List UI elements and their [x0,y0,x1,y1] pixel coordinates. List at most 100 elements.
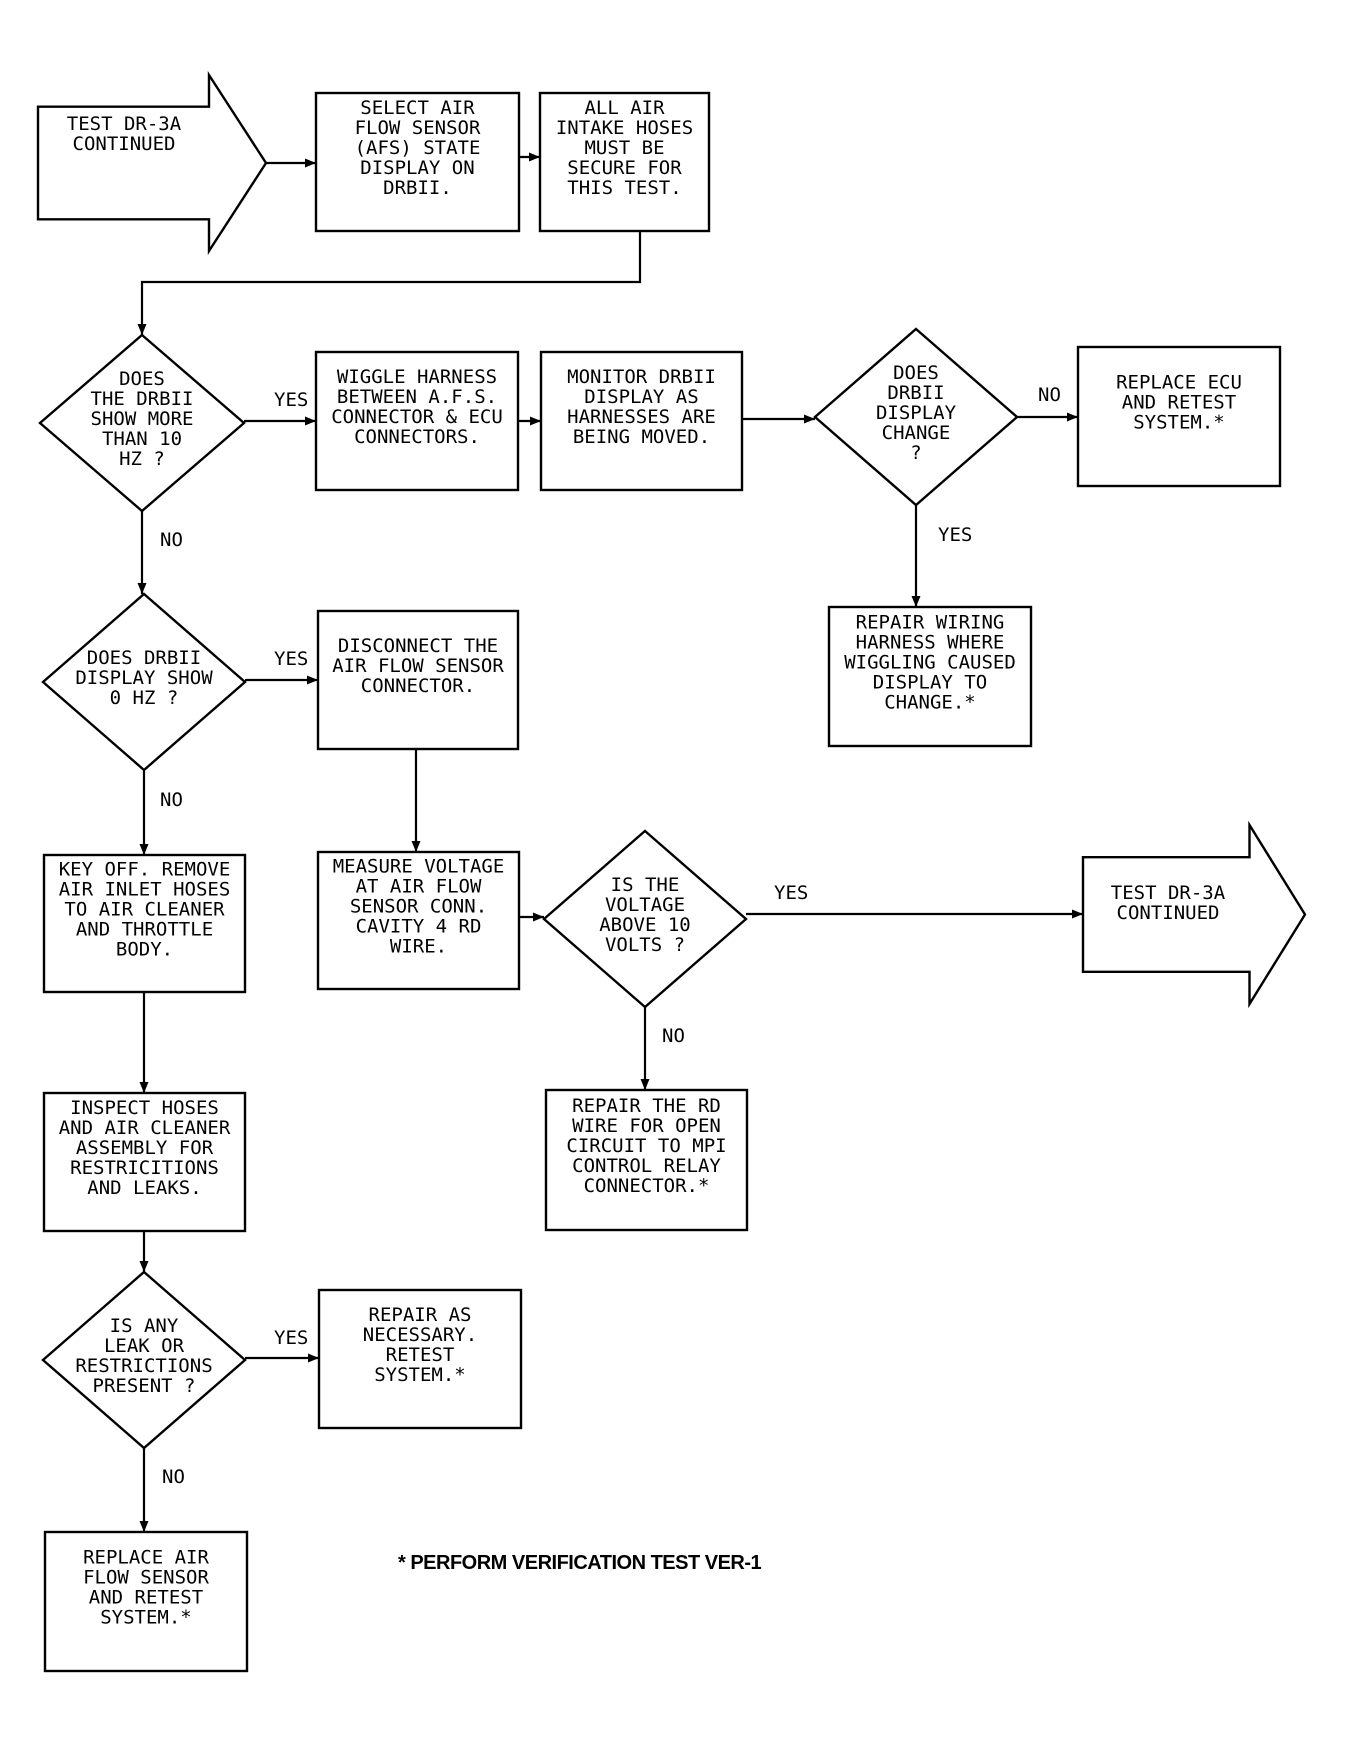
node-text-line: REPLACE AIR [83,1547,209,1569]
decision-diamond [41,1270,247,1450]
edge-label-no: NO [1038,384,1061,406]
edge-label-yes: YES [274,389,308,411]
node-text-line: RETEST [386,1344,455,1366]
edge-label-no: NO [662,1025,685,1047]
node-text-line: IS ANY [110,1315,179,1337]
node-text-line: BEING MOVED. [573,426,710,448]
decision-diamond [41,592,247,772]
node-text-line: REPAIR WIRING [856,612,1005,634]
edge-label-no: NO [160,529,183,551]
node-text-line: ABOVE 10 [599,914,691,936]
arrowhead [529,152,540,162]
node-text-line: TEST DR-3A [1111,882,1226,904]
node-text-line: CIRCUIT TO MPI [566,1135,726,1157]
decision-diamond [38,333,246,513]
arrowhead [804,414,815,424]
node-text-line: CONTINUED [1117,902,1220,924]
decision-diamond [542,829,748,1009]
connectors [137,152,1083,1532]
arrowhead [305,158,316,168]
arrowhead [137,583,147,594]
node-text-line: AND RETEST [1122,392,1236,414]
node-text-line: FLOW SENSOR [83,1567,209,1589]
node-text-line: INSPECT HOSES [70,1097,219,1119]
node-text-line: ASSEMBLY FOR [76,1137,214,1159]
node-text-line: KEY OFF. REMOVE [59,859,231,881]
process-box [43,1530,249,1673]
arrowhead [307,675,318,685]
node-text-line: HARNESSES ARE [567,406,716,428]
edge-label-yes: YES [938,524,972,546]
node-text-line: LEAK OR [104,1335,185,1357]
arrowhead [411,841,421,852]
node-text-line: SELECT AIR [360,97,475,119]
node-text-line: TEST DR-3A [67,113,182,135]
process-box [1076,345,1282,488]
arrowhead [139,1261,149,1272]
node-text-line: RESTRICTIONS [75,1355,212,1377]
node-text-line: DISPLAY SHOW [75,667,213,689]
arrowhead [533,912,544,922]
node-text-line: ALL AIR [584,97,665,119]
process-box [539,350,744,492]
arrowhead [139,1521,149,1532]
node-text-line: AIR INLET HOSES [59,879,231,901]
node-text-line: TO AIR CLEANER [64,899,225,921]
process-box [827,605,1033,748]
node-text-line: REPAIR AS [369,1304,472,1326]
arrowhead [308,1353,319,1363]
node-text-line: AND AIR CLEANER [59,1117,231,1139]
arrowhead [530,416,541,426]
edge-label-no: NO [162,1466,185,1488]
node-text-line: RESTRICITIONS [70,1157,219,1179]
node-text-line: WIGGLE HARNESS [337,366,497,388]
edge-label-no: NO [160,789,183,811]
node-text-line: IS THE [611,874,680,896]
node-text-line: AND RETEST [89,1587,203,1609]
node-text-line: DOES [119,368,165,390]
node-text-line: 0 HZ ? [110,687,179,709]
node-text-line: BODY. [116,939,173,961]
arrowhead [137,324,147,335]
process-box [314,91,521,233]
connector-arrow [1081,820,1307,1009]
node-text-line: DISPLAY TO [873,672,987,694]
node-text-line: CONTINUED [73,133,176,155]
node-text-line: DRBII. [383,177,452,199]
process-box [316,609,520,751]
node-text-line: CONNECTORS. [354,426,480,448]
process-box [316,850,521,991]
node-text-line: SYSTEM.* [1133,412,1225,434]
node-text-line: CONNECTOR. [361,675,475,697]
node-text-line: SECURE FOR [567,157,682,179]
node-text-line: (AFS) STATE [355,137,481,159]
node-text-line: CAVITY 4 RD [356,916,482,938]
node-text-line: SYSTEM.* [100,1607,192,1629]
node-text-line: MEASURE VOLTAGE [333,856,505,878]
process-box [317,1288,523,1430]
node-text-line: HZ ? [119,448,165,470]
decision-diamond [813,327,1019,507]
node-text-line: REPLACE ECU [1116,372,1242,394]
node-text-line: AT AIR FLOW [356,876,482,898]
node-text-line: SENSOR CONN. [350,896,487,918]
node-text-line: PRESENT ? [93,1375,196,1397]
node-text-line: INTAKE HOSES [556,117,693,139]
node-text-line: MONITOR DRBII [567,366,716,388]
process-box [42,853,247,994]
